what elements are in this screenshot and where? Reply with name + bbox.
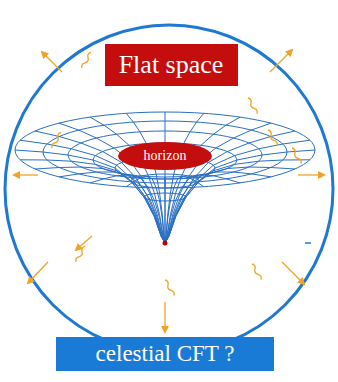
tick-mark [305, 242, 311, 244]
radiation-arrow [282, 262, 304, 284]
wave-squiggle [51, 132, 63, 149]
grid-line [59, 123, 165, 243]
node-label: horizon [144, 148, 187, 164]
singularity-dot [163, 241, 168, 246]
ellipse-fill [118, 142, 212, 170]
wave-squiggle [247, 97, 259, 114]
wave-squiggle [251, 263, 263, 280]
radiation-arrow [28, 262, 48, 283]
grid-line [165, 175, 240, 243]
grid-line [165, 176, 204, 243]
wave-squiggle [164, 279, 176, 296]
grid-line [165, 160, 310, 243]
radiation-arrow [164, 302, 165, 332]
radiation-arrow [76, 236, 92, 250]
wave-squiggle [291, 147, 303, 164]
cft-box: celestial CFT ? [56, 337, 274, 371]
radiation-arrow [298, 174, 324, 175]
grid-line [165, 112, 166, 243]
wave-squiggle [81, 52, 93, 69]
wave-squiggle [267, 129, 279, 146]
grid-line [165, 117, 240, 243]
horizon-ellipse: horizon [118, 142, 212, 170]
grid-line [165, 167, 295, 243]
grid-line [35, 167, 165, 243]
node-label: Flat space [119, 50, 224, 80]
funnel-grid [15, 112, 315, 243]
radiation-arrow [270, 50, 292, 72]
boundary-circle [5, 25, 333, 353]
title-box: Flat space [105, 44, 238, 86]
grid-line [126, 113, 165, 243]
grid-line [126, 176, 165, 243]
grid-line [20, 160, 165, 243]
radiation-arrow [42, 52, 62, 72]
radiation-arrow [14, 174, 38, 175]
wave-squiggle [75, 246, 87, 263]
node-label: celestial CFT ? [96, 341, 235, 367]
radiation-arrows [14, 50, 324, 332]
grid-line [165, 172, 271, 243]
grid-line [90, 117, 165, 243]
